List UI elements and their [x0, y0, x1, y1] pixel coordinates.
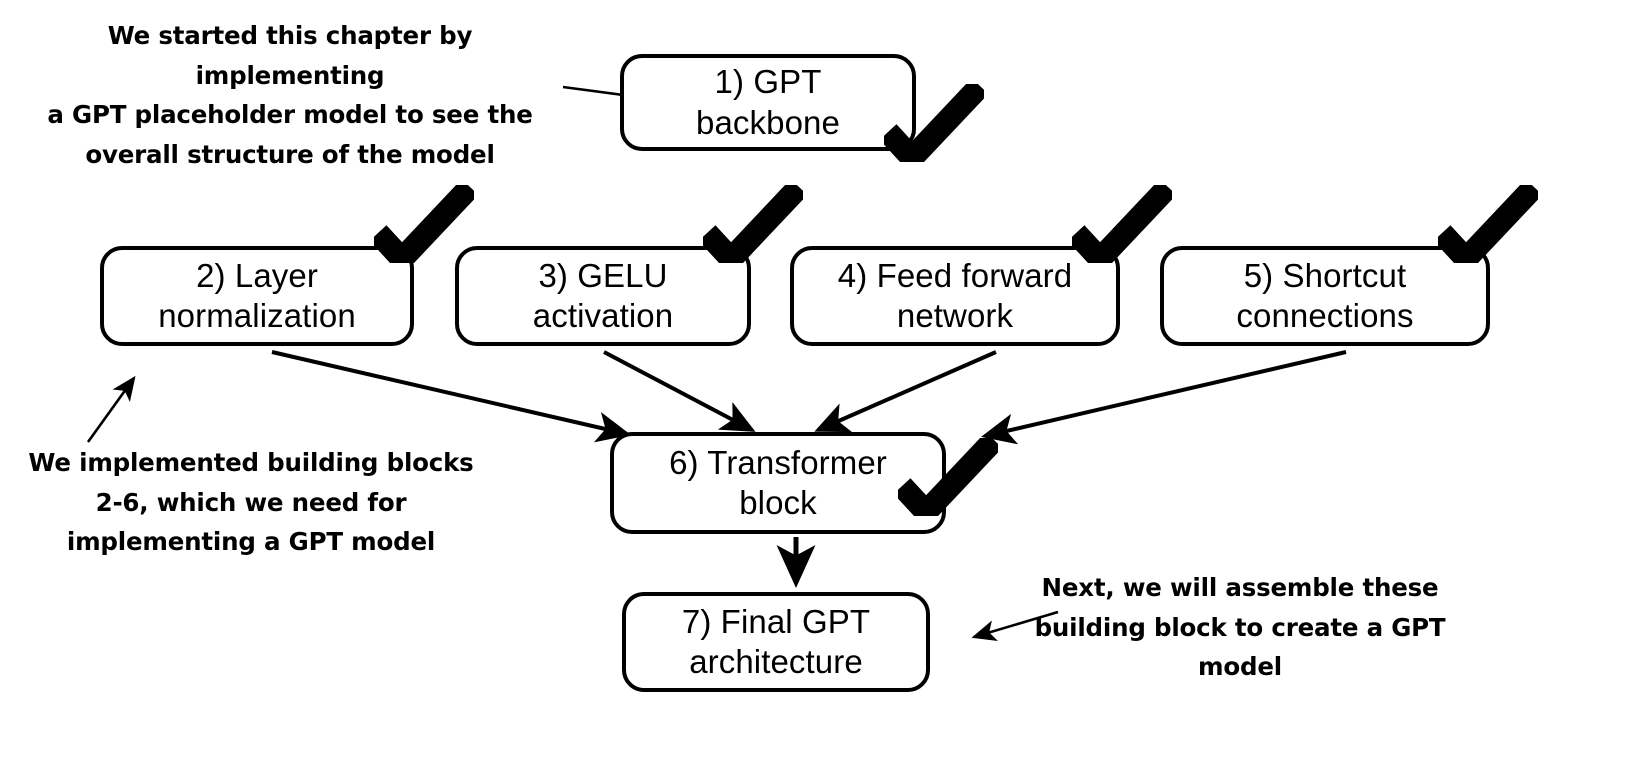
edge-n5-n6 — [981, 350, 1347, 445]
annotation-building-blocks: We implemented building blocks 2-6, whic… — [10, 443, 492, 562]
node-line-2: connections — [1236, 297, 1414, 334]
annotation-line: overall structure of the model — [85, 140, 495, 170]
node-line-1: 6) Transformer — [669, 443, 887, 481]
node-line-1: 5) Shortcut — [1243, 256, 1407, 294]
node-line-2: block — [739, 484, 817, 521]
node-line-2: activation — [532, 297, 674, 334]
node-line-2: backbone — [696, 103, 840, 141]
annotation-line: implementing a GPT model — [66, 527, 436, 557]
edge-n4-n6 — [814, 350, 997, 433]
node-line-2: network — [896, 297, 1014, 334]
node-line-1: 4) Feed forward — [837, 256, 1073, 294]
annotation-line: a GPT placeholder model to see the — [47, 100, 533, 130]
node-line-1: 1) GPT — [714, 63, 822, 101]
annotation-line: We implemented building blocks — [28, 448, 474, 477]
annotation-chapter-intro: We started this chapter by implementing … — [10, 16, 570, 175]
annotation-next-steps: Next, we will assemble these building bl… — [1020, 568, 1460, 687]
node-line-2: normalization — [158, 297, 356, 334]
annotation-line: model — [1198, 652, 1282, 682]
node-line-1: 3) GELU — [538, 256, 668, 294]
annotation-line: 2-6, which we need for — [95, 487, 407, 517]
annotation-line: We started this chapter by implementing — [107, 21, 473, 90]
node-line-1: 2) Layer — [196, 256, 318, 294]
annotation-line: Next, we will assemble these — [1041, 573, 1439, 602]
node-line-2: architecture — [689, 643, 863, 680]
annotation-line: building block to create a GPT — [1034, 612, 1446, 642]
edge-n2-n6 — [271, 350, 631, 443]
edge-a2-n2 — [86, 375, 136, 443]
node-line-1: 7) Final GPT — [681, 602, 871, 640]
edge-n3-n6 — [603, 350, 756, 432]
